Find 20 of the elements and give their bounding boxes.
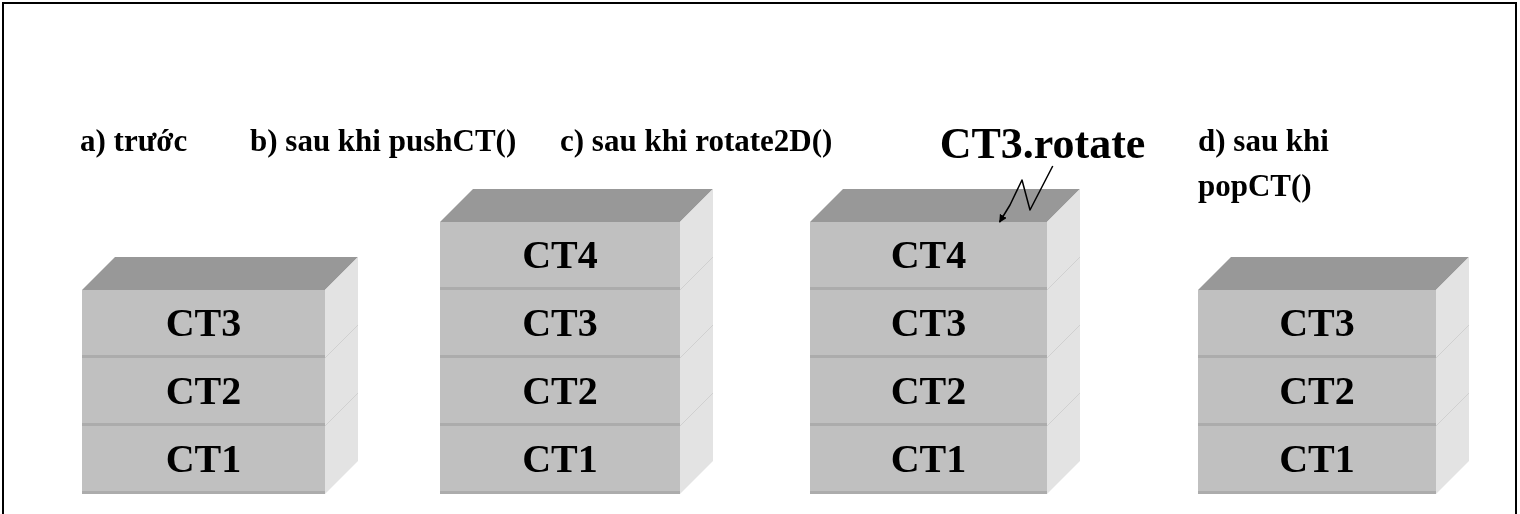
zigzag-arrow	[998, 165, 1054, 223]
stack-block: CT2	[82, 358, 325, 426]
stack-block: CT4	[810, 222, 1047, 290]
stack-block: CT2	[440, 358, 680, 426]
stack-block: CT2	[1198, 358, 1436, 426]
stack-block: CT3	[440, 290, 680, 358]
panel-heading: a) trước	[80, 122, 189, 160]
stack-block: CT1	[82, 426, 325, 494]
stack-block: CT1	[440, 426, 680, 494]
panel-heading: d) sau khi popCT()	[1198, 122, 1330, 205]
panel-heading: c) sau khi rotate2D()	[560, 122, 834, 160]
stack-block: CT2	[810, 358, 1047, 426]
annotation-text: CT3.rotate	[940, 120, 1145, 166]
stack-block: CT3	[810, 290, 1047, 358]
stack-block: CT3	[1198, 290, 1436, 358]
stack-block: CT1	[1198, 426, 1436, 494]
stack-block: CT3	[82, 290, 325, 358]
panel-heading: b) sau khi pushCT()	[250, 122, 518, 160]
stack-block: CT4	[440, 222, 680, 290]
stack-block: CT1	[810, 426, 1047, 494]
